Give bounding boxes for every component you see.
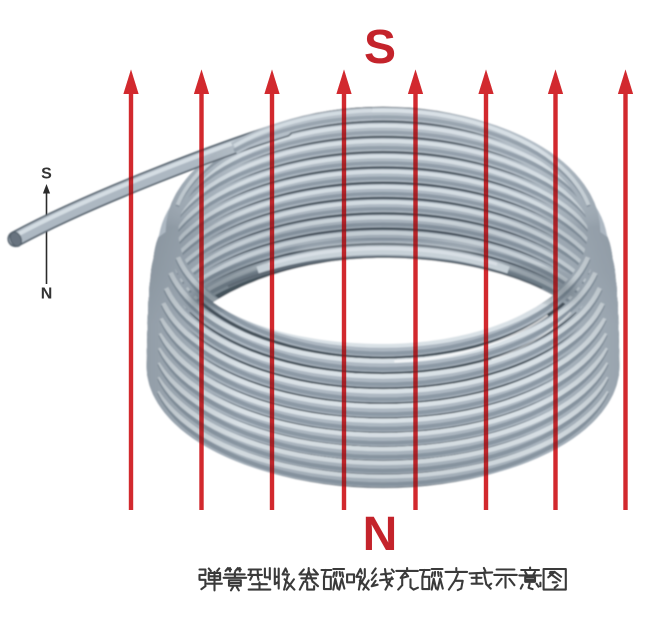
svg-text:S: S — [41, 166, 52, 183]
svg-text:N: N — [41, 286, 53, 303]
svg-text:S: S — [364, 21, 396, 74]
svg-text:N: N — [363, 508, 398, 561]
